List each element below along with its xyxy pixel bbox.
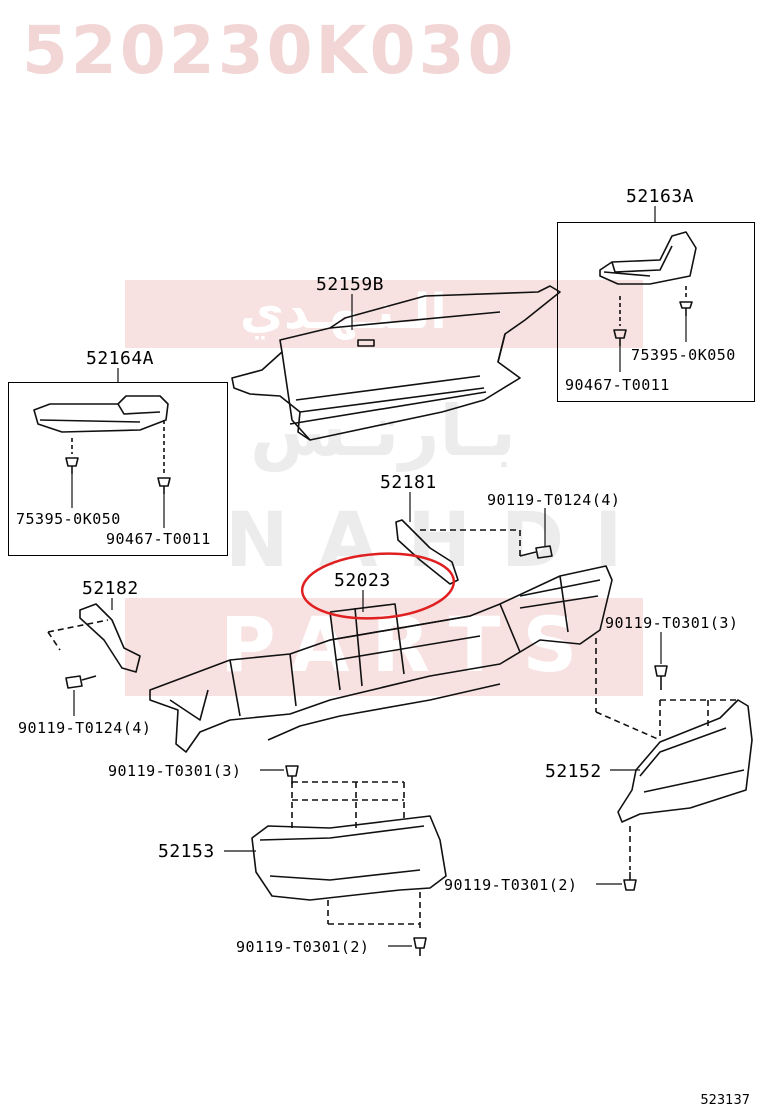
bolt-90119-T0124-right [519,545,553,559]
label-52181[interactable]: 52181 [380,472,437,493]
label-90119-T0124-4-right[interactable]: 90119-T0124(4) [487,491,621,509]
watermark-arabic-top: الـنـهـدي [240,284,447,340]
bolt-90119-T0301-2-bottom [413,937,427,956]
watermark-latin-top: NAHDI [225,495,653,584]
bracket-52181 [395,519,521,585]
bracket-52182 [47,603,141,673]
bolt-90119-T0301-2-right [623,872,637,891]
label-52023[interactable]: 52023 [334,570,391,591]
step-panel-52159B [231,285,561,441]
bolt-90119-T0301-3-right [654,665,668,690]
clip-right-75395 [679,286,693,316]
step-pad-left [33,395,169,433]
step-pad-right [599,231,697,285]
bolt-90119-T0301-3-left [285,765,299,784]
label-52182[interactable]: 52182 [82,578,139,599]
label-90119-T0301-2-bottom[interactable]: 90119-T0301(2) [236,938,370,956]
label-52164A[interactable]: 52164A [86,348,155,369]
label-90119-T0301-3-right[interactable]: 90119-T0301(3) [605,614,739,632]
clip-left-75395 [65,438,79,474]
label-75395-left[interactable]: 75395-0K050 [16,510,121,528]
watermark-band-top [125,280,643,348]
label-90467-left[interactable]: 90467-T0011 [106,530,211,548]
diagram-number: 523137 [700,1093,750,1108]
label-75395-right[interactable]: 75395-0K050 [631,346,736,364]
label-52159B[interactable]: 52159B [316,274,385,295]
bolt-90119-T0124-left [65,675,97,689]
bumper-cover-52152 [595,638,753,870]
clip-left-90467 [157,420,171,494]
label-52152[interactable]: 52152 [545,761,602,782]
label-90119-T0301-3-left[interactable]: 90119-T0301(3) [108,762,242,780]
label-52163A[interactable]: 52163A [626,186,695,207]
label-90467-right[interactable]: 90467-T0011 [565,376,670,394]
clip-right-90467 [613,296,627,346]
part-number-title: 520230K030 [22,12,517,89]
watermark-band-bottom [125,598,643,696]
box-52163A [557,222,755,402]
box-52164A [8,382,228,556]
highlight-ellipse-52023 [300,552,456,620]
bumper-reinforcement-52023 [149,565,613,753]
label-90119-T0124-4-left[interactable]: 90119-T0124(4) [18,719,152,737]
label-52153[interactable]: 52153 [158,841,215,862]
label-90119-T0301-2-right[interactable]: 90119-T0301(2) [444,876,578,894]
leader-lines [71,206,687,947]
bumper-cover-52153 [251,781,447,930]
